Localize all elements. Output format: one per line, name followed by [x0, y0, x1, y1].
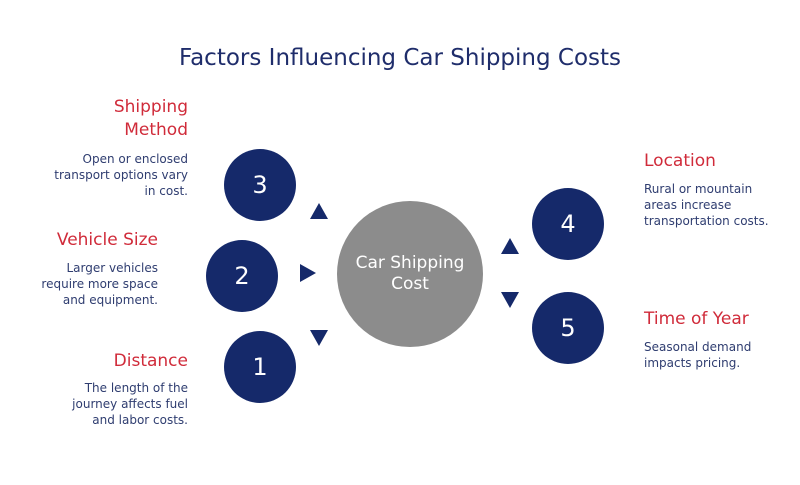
diagram-title: Factors Influencing Car Shipping Costs	[178, 45, 622, 71]
center-node: Car Shipping Cost	[337, 201, 483, 347]
triangle-arrow-icon	[300, 264, 316, 282]
factor-desc-location: Rural or mountain areas increase transpo…	[644, 182, 769, 229]
factor-number-circle-1: 1	[224, 331, 296, 403]
factor-number-circle-3: 3	[224, 149, 296, 221]
factor-desc-distance: The length of the journey affects fuel a…	[72, 381, 188, 428]
factor-desc-shipping-method: Open or enclosed transport options vary …	[54, 152, 188, 199]
factor-title-location: Location	[644, 151, 716, 171]
center-label: Car Shipping Cost	[355, 252, 465, 294]
factor-title-shipping-method: Shipping Method	[113, 97, 188, 140]
factor-title-distance: Distance	[113, 351, 188, 371]
factor-title-time-of-year: Time of Year	[644, 309, 749, 329]
triangle-arrow-icon	[310, 330, 328, 346]
triangle-arrow-icon	[501, 292, 519, 308]
factor-number-circle-2: 2	[206, 240, 278, 312]
factor-number-circle-5: 5	[532, 292, 604, 364]
factor-number-circle-4: 4	[532, 188, 604, 260]
factor-desc-vehicle-size: Larger vehicles require more space and e…	[41, 261, 158, 308]
triangle-arrow-icon	[310, 203, 328, 219]
factor-title-vehicle-size: Vehicle Size	[56, 230, 158, 250]
factor-desc-time-of-year: Seasonal demand impacts pricing.	[644, 340, 752, 371]
triangle-arrow-icon	[501, 238, 519, 254]
